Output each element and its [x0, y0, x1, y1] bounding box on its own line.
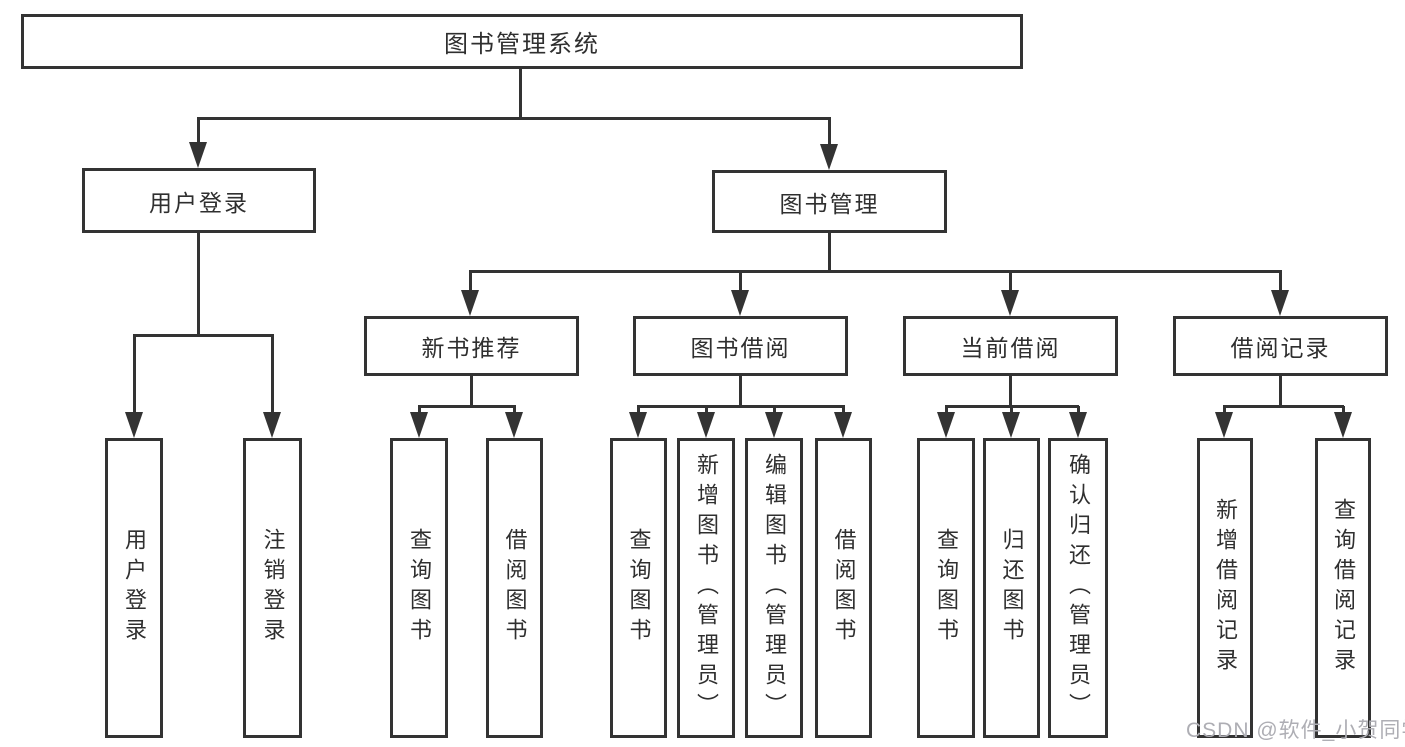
node-leaf-borrow-book-1: 借阅图书 [486, 438, 543, 738]
arrow-down-icon [697, 412, 715, 438]
connector-horizontal [418, 405, 516, 408]
arrow-down-icon [1334, 412, 1352, 438]
node-label: 借阅记录 [1230, 335, 1331, 361]
connector-horizontal [1223, 405, 1344, 408]
arrow-down-icon [1215, 412, 1233, 438]
node-label: 借阅图书 [831, 528, 857, 648]
node-leaf-query-book-2: 查询图书 [610, 438, 667, 738]
arrow-down-icon [1001, 290, 1019, 316]
node-leaf-confirm-return-admin: 确认归还（管理员） [1048, 438, 1108, 738]
node-leaf-query-borrow-record: 查询借阅记录 [1315, 438, 1371, 738]
node-leaf-logout: 注销登录 [243, 438, 302, 738]
node-leaf-query-book-3: 查询图书 [917, 438, 975, 738]
connector-vertical [1009, 271, 1012, 293]
connector-vertical [945, 406, 948, 416]
node-label: 编辑图书（管理员） [762, 453, 787, 723]
node-label: 查询图书 [407, 528, 432, 648]
node-borrowing-records: 借阅记录 [1173, 316, 1388, 376]
node-label: 图书管理系统 [444, 31, 600, 58]
node-leaf-user-login: 用户登录 [105, 438, 163, 738]
connector-vertical [469, 271, 472, 293]
arrow-down-icon [834, 412, 852, 438]
connector-vertical [513, 406, 516, 416]
node-label: 确认归还（管理员） [1066, 453, 1091, 723]
arrow-down-icon [125, 412, 143, 438]
node-label: 新增图书（管理员） [694, 453, 719, 723]
node-label: 图书管理 [779, 190, 880, 217]
node-leaf-return-book: 归还图书 [983, 438, 1040, 738]
node-label: 注销登录 [260, 528, 286, 648]
connector-vertical [1010, 406, 1013, 416]
node-current-borrowing: 当前借阅 [903, 316, 1118, 376]
node-label: 归还图书 [999, 528, 1025, 648]
connector-vertical [1009, 376, 1012, 408]
connector-vertical [271, 335, 274, 415]
arrow-down-icon [505, 412, 523, 438]
connector-vertical [739, 271, 742, 293]
arrow-down-icon [820, 144, 838, 170]
arrow-down-icon [1002, 412, 1020, 438]
node-leaf-edit-book-admin: 编辑图书（管理员） [745, 438, 803, 738]
arrow-down-icon [461, 290, 479, 316]
node-leaf-query-book-1: 查询图书 [390, 438, 448, 738]
connector-vertical [418, 406, 421, 416]
connector-vertical [470, 376, 473, 408]
node-library-management-system: 图书管理系统 [21, 14, 1023, 69]
node-leaf-borrow-book-2: 借阅图书 [815, 438, 872, 738]
node-label: 用户登录 [122, 528, 147, 648]
node-leaf-add-borrow-record: 新增借阅记录 [1197, 438, 1253, 738]
node-new-book-recommendation: 新书推荐 [364, 316, 579, 376]
connector-vertical [705, 406, 708, 416]
node-label: 查询图书 [934, 528, 959, 648]
arrow-down-icon [765, 412, 783, 438]
arrow-down-icon [731, 290, 749, 316]
node-label: 当前借阅 [960, 335, 1061, 361]
arrow-down-icon [1069, 412, 1087, 438]
connector-vertical [1223, 406, 1226, 416]
connector-vertical [519, 68, 522, 120]
node-book-borrowing: 图书借阅 [633, 316, 848, 376]
node-label: 用户登录 [149, 189, 249, 216]
arrow-down-icon [1271, 290, 1289, 316]
watermark: CSDN @软件_小贺同学 [1186, 719, 1405, 742]
connector-vertical [739, 376, 742, 408]
node-user-login-group: 用户登录 [82, 168, 316, 233]
node-label: 查询图书 [626, 528, 652, 648]
node-label: 新增借阅记录 [1213, 498, 1238, 678]
arrow-down-icon [189, 142, 207, 168]
node-leaf-add-book-admin: 新增图书（管理员） [677, 438, 735, 738]
connector-vertical [828, 118, 831, 148]
connector-vertical [1279, 271, 1282, 293]
node-book-management: 图书管理 [712, 170, 947, 233]
connector-vertical [1279, 376, 1282, 408]
arrow-down-icon [937, 412, 955, 438]
connector-vertical [133, 335, 136, 415]
connector-vertical [828, 233, 831, 273]
node-label: 查询借阅记录 [1331, 498, 1356, 678]
connector-vertical [1077, 406, 1080, 416]
node-label: 图书借阅 [690, 335, 791, 361]
connector-horizontal [197, 117, 831, 120]
connector-horizontal [469, 270, 1282, 273]
connector-vertical [1342, 406, 1345, 416]
connector-vertical [197, 233, 200, 337]
arrow-down-icon [629, 412, 647, 438]
node-label: 借阅图书 [502, 528, 528, 648]
connector-vertical [842, 406, 845, 416]
connector-vertical [637, 406, 640, 416]
node-label: 新书推荐 [421, 335, 522, 361]
connector-horizontal [637, 405, 845, 408]
connector-vertical [773, 406, 776, 416]
connector-vertical [197, 118, 200, 146]
connector-horizontal [133, 334, 274, 337]
arrow-down-icon [410, 412, 428, 438]
arrow-down-icon [263, 412, 281, 438]
